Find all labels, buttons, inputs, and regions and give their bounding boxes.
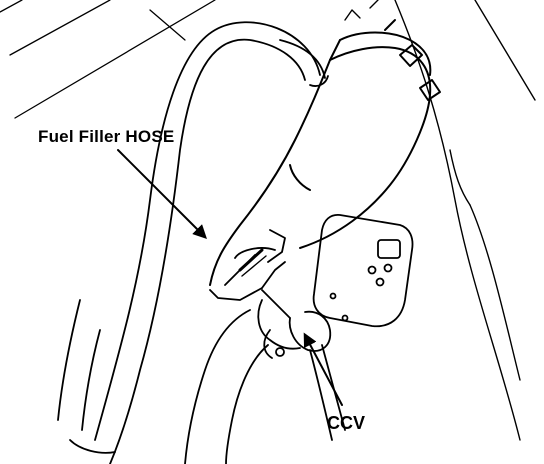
leader-arrows [117,149,343,406]
ccv-valve [184,289,346,464]
body-panel-lines [0,0,216,119]
vent-hose [57,21,329,464]
ccv-pointer-arrow [303,332,343,406]
fuel-filler-hose-label: Fuel Filler HOSE [38,127,175,146]
ccv-label: CCV [327,413,366,433]
mounting-bracket [209,214,414,328]
hose-pointer-arrow [117,149,207,239]
filler-neck [209,19,441,286]
